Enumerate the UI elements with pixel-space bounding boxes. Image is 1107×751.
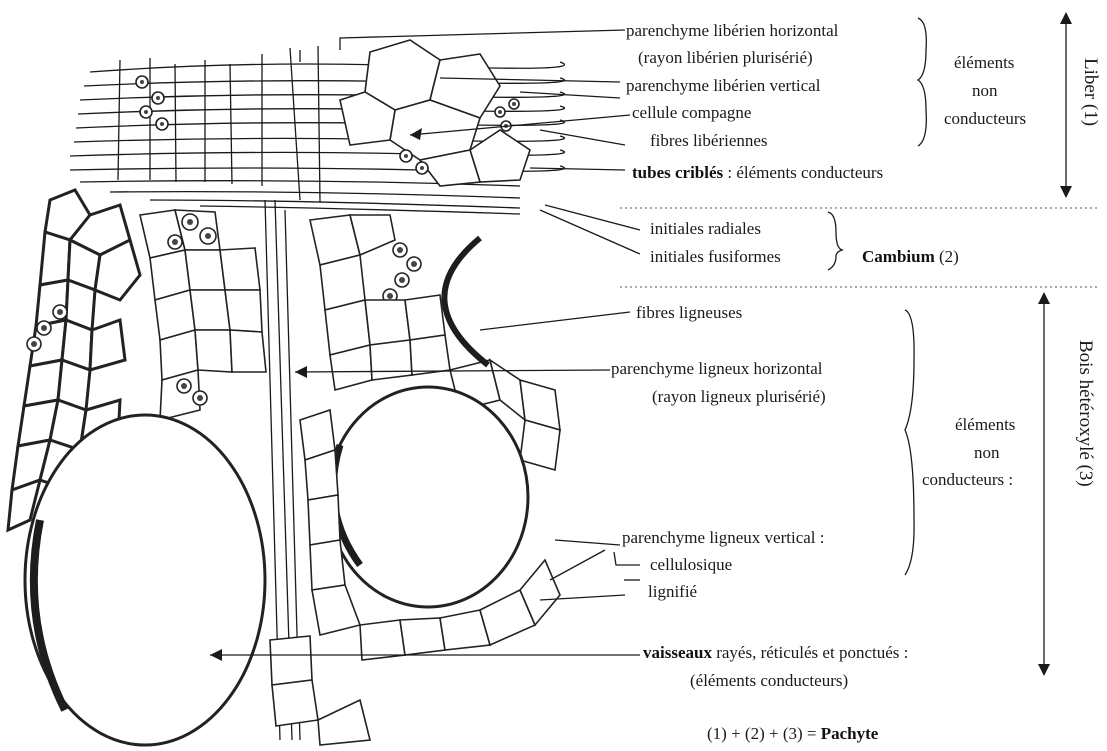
- label-initiales-radiales: initiales radiales: [650, 219, 761, 238]
- label-lignifie: lignifié: [648, 582, 697, 601]
- formula-pachyte: Pachyte: [821, 724, 879, 743]
- label-conducteurs-2: conducteurs :: [922, 470, 1013, 489]
- label-fibres-liberiennes: fibres libériennes: [650, 131, 768, 150]
- phloem-layer: [70, 40, 565, 214]
- label-liber: Liber (1): [1080, 58, 1101, 126]
- annotation-labels: parenchyme libérien horizontal (rayon li…: [611, 21, 1101, 743]
- label-elements-2: éléments: [955, 415, 1015, 434]
- label-elements-1: éléments: [954, 53, 1014, 72]
- label-cellule-compagne: cellule compagne: [632, 103, 751, 122]
- label-parenchyme-liberien-vertical: parenchyme libérien vertical: [626, 76, 821, 95]
- label-rayon-ligneux: (rayon ligneux plurisérié): [652, 387, 826, 406]
- vaisseaux-desc: rayés, réticulés et ponctués :: [712, 643, 908, 662]
- wood-layer: [8, 190, 560, 745]
- label-bois-heteroxyle: Bois hétéroxylé (3): [1075, 340, 1096, 487]
- label-non-1: non: [972, 81, 998, 100]
- label-tubes-cribles: tubes criblés : éléments conducteurs: [632, 163, 883, 182]
- cambium-term: Cambium: [862, 247, 935, 266]
- label-vaisseaux: vaisseaux rayés, réticulés et ponctués :: [643, 643, 908, 662]
- label-conducteurs-1: conducteurs: [944, 109, 1026, 128]
- label-formula: (1) + (2) + (3) = Pachyte: [707, 724, 879, 743]
- tissue-drawing: [8, 40, 565, 745]
- tubes-cribles-desc: : éléments conducteurs: [723, 163, 883, 182]
- vaisseaux-term: vaisseaux: [643, 643, 712, 662]
- label-parenchyme-ligneux-vertical: parenchyme ligneux vertical :: [622, 528, 825, 547]
- tubes-cribles-term: tubes criblés: [632, 163, 724, 182]
- cambium-num: (2): [935, 247, 959, 266]
- label-cambium: Cambium (2): [862, 247, 959, 266]
- label-elements-conducteurs: (éléments conducteurs): [690, 671, 848, 690]
- label-cellulosique: cellulosique: [650, 555, 732, 574]
- formula-prefix: (1) + (2) + (3) =: [707, 724, 821, 743]
- label-rayon-liberien: (rayon libérien plurisérié): [638, 48, 813, 67]
- label-parenchyme-ligneux-horizontal: parenchyme ligneux horizontal: [611, 359, 823, 378]
- label-parenchyme-liberien-horizontal: parenchyme libérien horizontal: [626, 21, 839, 40]
- label-fibres-ligneuses: fibres ligneuses: [636, 303, 742, 322]
- label-initiales-fusiformes: initiales fusiformes: [650, 247, 781, 266]
- label-non-2: non: [974, 443, 1000, 462]
